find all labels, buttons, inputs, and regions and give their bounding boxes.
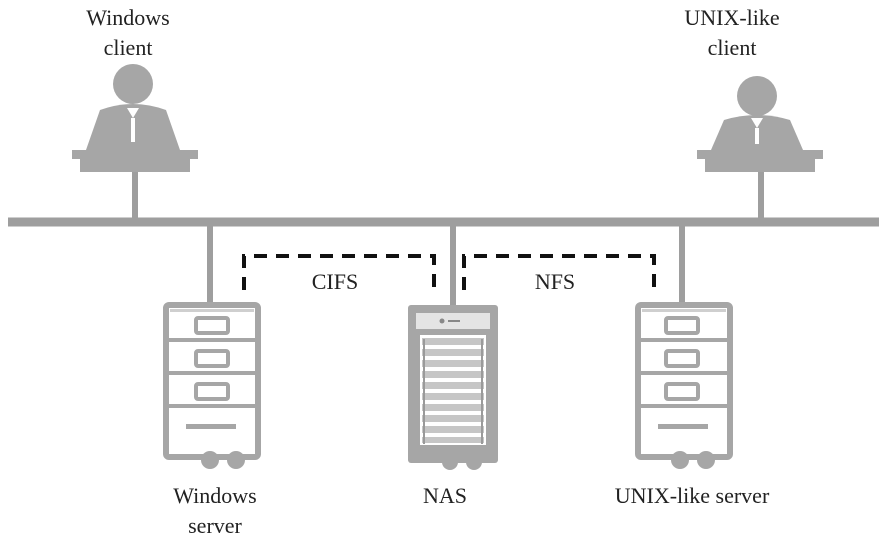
windows-server-icon	[163, 302, 261, 469]
windows-server-label: Windows server	[140, 481, 290, 541]
nfs-label: NFS	[534, 269, 576, 294]
windows-client-label-line1: Windows	[86, 5, 170, 30]
windows-server-label-line1: Windows	[173, 483, 257, 508]
windows-server-label-line2: server	[188, 513, 242, 538]
nas-icon	[408, 305, 498, 470]
windows-client-label-line2: client	[103, 35, 153, 60]
unix-server-icon	[635, 302, 733, 469]
unix-client-label-line1: UNIX-like	[684, 5, 780, 30]
unix-client-icon	[697, 76, 823, 172]
windows-client-icon	[72, 64, 198, 172]
nas-label: NAS	[422, 483, 467, 508]
cifs-label: CIFS	[311, 269, 359, 294]
unix-client-label: UNIX-like client	[662, 3, 802, 63]
windows-client-label: Windows client	[58, 3, 198, 63]
unix-client-label-line2: client	[707, 35, 757, 60]
unix-server-label: UNIX-like server	[614, 483, 770, 508]
